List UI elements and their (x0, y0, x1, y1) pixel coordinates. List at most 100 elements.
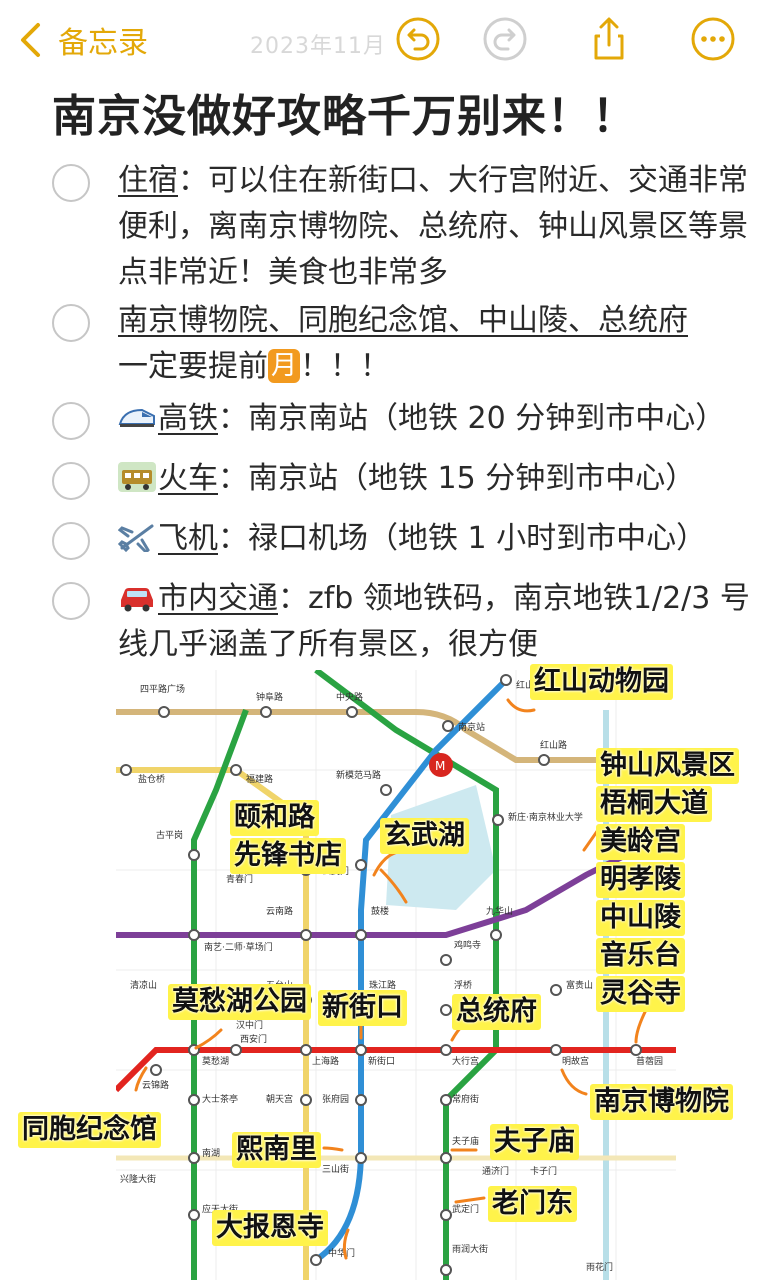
station-label: 中华门 (328, 1247, 355, 1259)
checklist-text[interactable]: 住宿：可以住在新街口、大行宫附近、交通非常便利，离南京博物院、总统府、钟山风景区… (118, 158, 758, 296)
station-label: 夫子庙 (452, 1135, 479, 1147)
item-body: ：南京南站（地铁 20 分钟到市中心） (218, 401, 726, 436)
station-label: 西安门 (240, 1033, 267, 1045)
checklist-text[interactable]: 高铁：南京南站（地铁 20 分钟到市中心） (118, 396, 758, 442)
svg-text:M: M (435, 759, 445, 773)
station-label: 富贵山 (566, 979, 593, 991)
map-callout: 大报恩寺 (212, 1210, 328, 1246)
item-heading: 火车 (158, 461, 218, 496)
station-label: 青春门 (226, 873, 253, 885)
map-callout: 美龄宫 (596, 824, 685, 860)
station-label: 常府街 (452, 1093, 479, 1105)
station-label: 苜蓿园 (636, 1055, 663, 1067)
map-callout: 中山陵 (596, 900, 685, 936)
map-callout: 红山动物园 (530, 664, 673, 700)
checklist-checkbox[interactable] (52, 402, 90, 440)
map-callout: 老门东 (488, 1186, 577, 1222)
station-label: 新模范马路 (336, 769, 381, 781)
checklist-item: 飞机：禄口机场（地铁 1 小时到市中心） (52, 516, 742, 562)
back-button[interactable]: 备忘录 (18, 18, 148, 62)
chevron-left-icon (21, 23, 40, 57)
map-callout: 梧桐大道 (596, 786, 712, 822)
map-callout: 灵谷寺 (596, 976, 685, 1012)
station-label: 鼓楼 (371, 905, 389, 917)
top-bar: 备忘录 2023年11月 (0, 0, 774, 80)
note-date: 2023年11月 (250, 34, 386, 59)
map-callout: 总统府 (452, 994, 541, 1030)
station-label: 新街口 (368, 1055, 395, 1067)
station-label: 上海路 (312, 1055, 339, 1067)
redo-icon (483, 17, 527, 61)
station-label: 古平岗 (156, 829, 183, 841)
item-body: 一定要提前 (118, 349, 268, 384)
station-label: 武定门 (452, 1203, 479, 1215)
map-callout: 南京博物院 (590, 1084, 733, 1120)
item-heading: 南京博物院、同胞纪念馆、中山陵、总统府 (118, 303, 688, 338)
item-body: ：zfb 领地铁码，南京地铁1/2/3 号线几乎涵盖了所有景区，很方便 (118, 581, 750, 662)
month-badge: 月 (268, 349, 301, 383)
map-callout: 先锋书店 (230, 838, 346, 874)
item-body: ：南京站（地铁 15 分钟到市中心） (218, 461, 696, 496)
checklist-checkbox[interactable] (52, 582, 90, 620)
map-callout: 明孝陵 (596, 862, 685, 898)
station-label: 福建路 (246, 773, 273, 785)
airplane-icon (117, 520, 156, 555)
station-label: 雨润大街 (452, 1243, 488, 1255)
station-label: 朝天宫 (266, 1093, 293, 1105)
station-label: 钟阜路 (256, 691, 283, 703)
station-label: 卡子门 (530, 1165, 557, 1177)
train-icon (118, 460, 156, 492)
station-label: 莫愁湖 (202, 1055, 229, 1067)
station-label: 三山街 (322, 1163, 349, 1175)
checklist-text[interactable]: 市内交通：zfb 领地铁码，南京地铁1/2/3 号线几乎涵盖了所有景区，很方便 (118, 576, 758, 668)
station-label: 南湖 (202, 1147, 220, 1159)
checklist-item: 南京博物院、同胞纪念馆、中山陵、总统府一定要提前月！！！ (52, 298, 742, 390)
car-icon (118, 580, 156, 612)
more-button[interactable] (690, 16, 736, 62)
checklist-text[interactable]: 飞机：禄口机场（地铁 1 小时到市中心） (117, 516, 758, 562)
item-heading: 飞机 (158, 521, 218, 556)
map-callout: 颐和路 (230, 800, 319, 836)
item-heading: 住宿 (118, 163, 178, 198)
station-label: 大行宫 (452, 1055, 479, 1067)
station-label: 鸡鸣寺 (454, 939, 481, 951)
item-body: ：禄口机场（地铁 1 小时到市中心） (218, 521, 707, 556)
station-label: 浮桥 (454, 979, 472, 991)
station-label: 南京站 (458, 721, 485, 733)
map-callout: 同胞纪念馆 (18, 1112, 161, 1148)
checklist-checkbox[interactable] (52, 304, 90, 342)
checklist-item: 市内交通：zfb 领地铁码，南京地铁1/2/3 号线几乎涵盖了所有景区，很方便 (52, 576, 750, 668)
station-label: 云南路 (266, 905, 293, 917)
station-label: 兴隆大街 (120, 1173, 156, 1185)
station-label: 雨花门 (586, 1261, 613, 1273)
checklist-checkbox[interactable] (52, 462, 90, 500)
checklist-text[interactable]: 火车：南京站（地铁 15 分钟到市中心） (118, 456, 758, 502)
station-label: 四平路广场 (140, 683, 185, 695)
station-label: 中央路 (336, 691, 363, 703)
checklist-item: 住宿：可以住在新街口、大行宫附近、交通非常便利，离南京博物院、总统府、钟山风景区… (52, 158, 748, 290)
note-title[interactable]: 南京没做好攻略千万别来！！ (52, 91, 637, 142)
checklist-item: 火车：南京站（地铁 15 分钟到市中心） (52, 456, 742, 502)
share-button[interactable] (586, 16, 632, 62)
metro-map: 四平路广场 钟阜路 中央路 南京站 红山路 红山 盐仓桥 福建路 新模范马路 新… (116, 670, 676, 1280)
bullet-train-icon (118, 400, 156, 430)
map-callout: 莫愁湖公园 (168, 984, 311, 1020)
station-label: 新庄·南京林业大学 (508, 811, 583, 823)
station-label: 通济门 (482, 1165, 509, 1177)
checklist-text[interactable]: 南京博物院、同胞纪念馆、中山陵、总统府一定要提前月！！！ (118, 298, 758, 390)
station-label: 红山路 (540, 739, 567, 751)
map-callout: 新街口 (318, 990, 407, 1026)
station-label: 红山 (516, 679, 534, 691)
checklist-checkbox[interactable] (52, 522, 90, 560)
map-callout: 玄武湖 (380, 818, 469, 854)
redo-button[interactable] (482, 16, 528, 62)
undo-button[interactable] (395, 16, 441, 62)
share-icon (594, 17, 624, 60)
checklist-checkbox[interactable] (52, 164, 90, 202)
station-label: 南艺·二师·草场门 (204, 941, 273, 953)
map-callout: 夫子庙 (490, 1124, 579, 1160)
map-callout: 音乐台 (596, 938, 685, 974)
station-label: 汉中门 (236, 1019, 263, 1031)
undo-icon (396, 17, 440, 61)
item-body: ：可以住在新街口、大行宫附近、交通非常便利，离南京博物院、总统府、钟山风景区等景… (118, 163, 748, 290)
